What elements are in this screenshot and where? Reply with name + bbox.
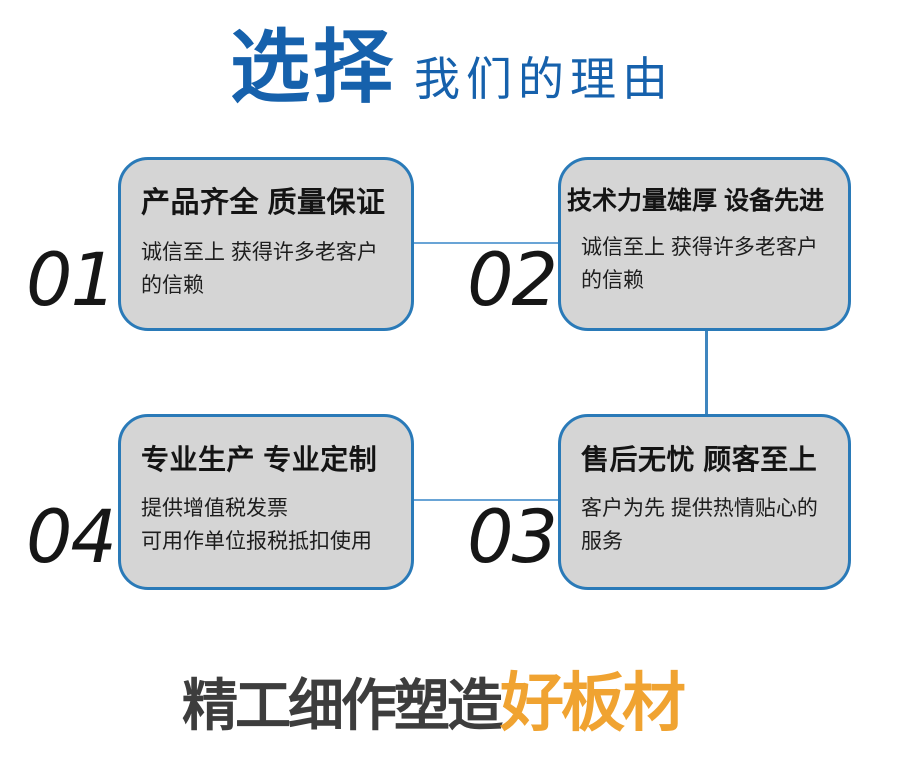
page-title: 选择 我们的理由 [230,24,674,112]
connector-line-row1 [413,242,559,244]
reason-card-01: 产品齐全 质量保证 诚信至上 获得许多老客户 的信赖 [118,157,414,331]
step-number-03: 03 [467,495,558,580]
reason-card-03: 售后无忧 顾客至上 客户为先 提供热情贴心的 服务 [558,414,851,590]
step-number-01: 01 [26,238,117,323]
step-number-02: 02 [467,238,558,323]
card-description: 客户为先 提供热情贴心的 服务 [581,496,818,553]
card-description: 诚信至上 获得许多老客户 的信赖 [581,236,818,292]
page-title-accent: 选择 [230,23,396,112]
connector-line-row2 [413,499,559,501]
footer-slogan: 精工细作塑造 好板材 [182,667,686,739]
page-title-rest: 我们的理由 [414,53,674,105]
card-description: 提供增值税发票 可用作单位报税抵扣使用 [141,496,372,553]
reason-card-02: 技术力量雄厚 设备先进 诚信至上 获得许多老客户 的信赖 [558,157,851,331]
card-title: 产品齐全 质量保证 [141,187,386,219]
footer-slogan-accent: 好板材 [500,667,686,739]
reason-card-04: 专业生产 专业定制 提供增值税发票 可用作单位报税抵扣使用 [118,414,414,590]
card-description: 诚信至上 获得许多老客户 的信赖 [141,240,378,297]
footer-slogan-text: 精工细作塑造 [182,674,503,737]
card-title: 技术力量雄厚 设备先进 [567,187,824,215]
card-title: 专业生产 专业定制 [141,444,378,475]
step-number-04: 04 [26,495,117,580]
card-title: 售后无忧 顾客至上 [581,444,818,475]
connector-line-vertical [705,330,708,415]
